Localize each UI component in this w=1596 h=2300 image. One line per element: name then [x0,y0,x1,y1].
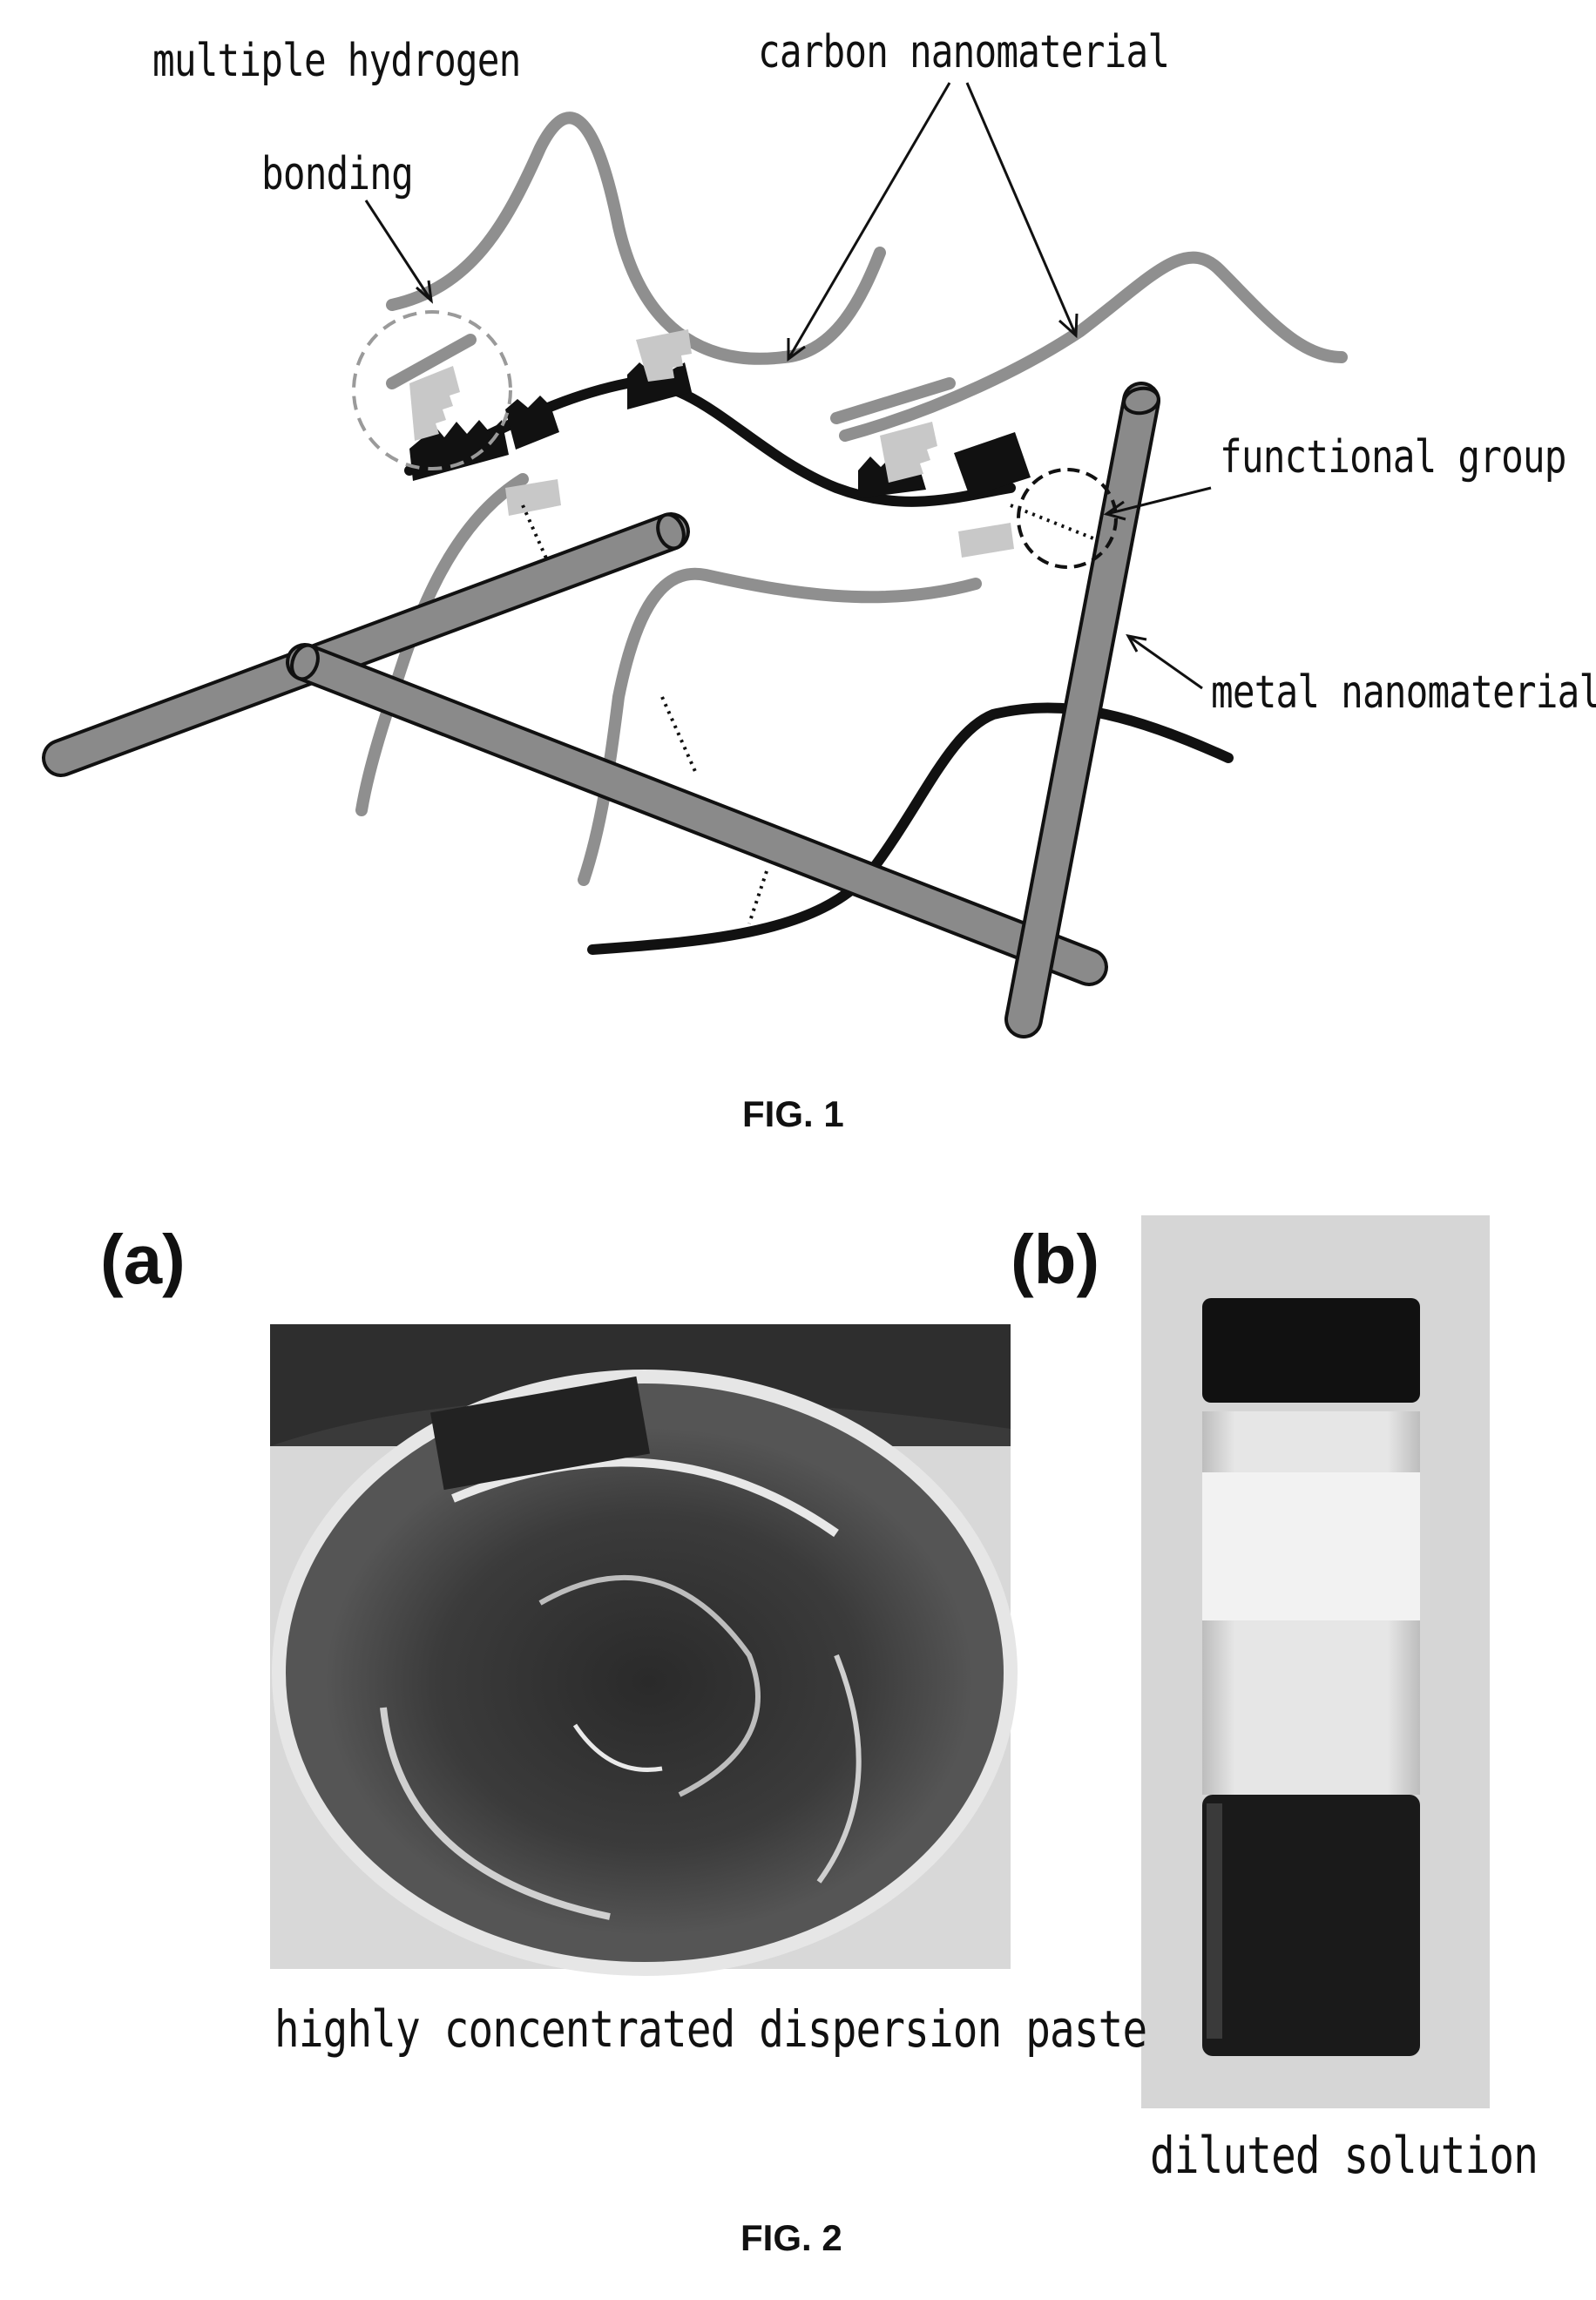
label-multiple-hydrogen: multiple hydrogen [152,35,520,87]
label-functional-group: functional group [1220,431,1566,484]
fig1-caption: FIG. 1 [742,1093,844,1135]
caption-paste: highly concentrated dispersion paste [274,1999,1146,2059]
fig1-diagram [61,83,1342,1019]
label-metal-nanomaterial: metal nanomaterial [1211,666,1596,719]
panel-label-b: (b) [1011,1220,1099,1300]
caption-diluted-solution: diluted solution [1150,2126,1538,2185]
carbon-nanomaterial-curve-top [392,118,784,359]
fig2-caption: FIG. 2 [741,2217,842,2259]
label-carbon-nanomaterial: carbon nanomaterial [758,26,1169,78]
label-bonding: bonding [261,148,413,200]
fig2b-photo [1141,1215,1490,2108]
carbon-nanomaterial-curve-right [845,258,1342,436]
panel-label-a: (a) [100,1220,186,1300]
fig2a-photo [270,1324,1011,1969]
